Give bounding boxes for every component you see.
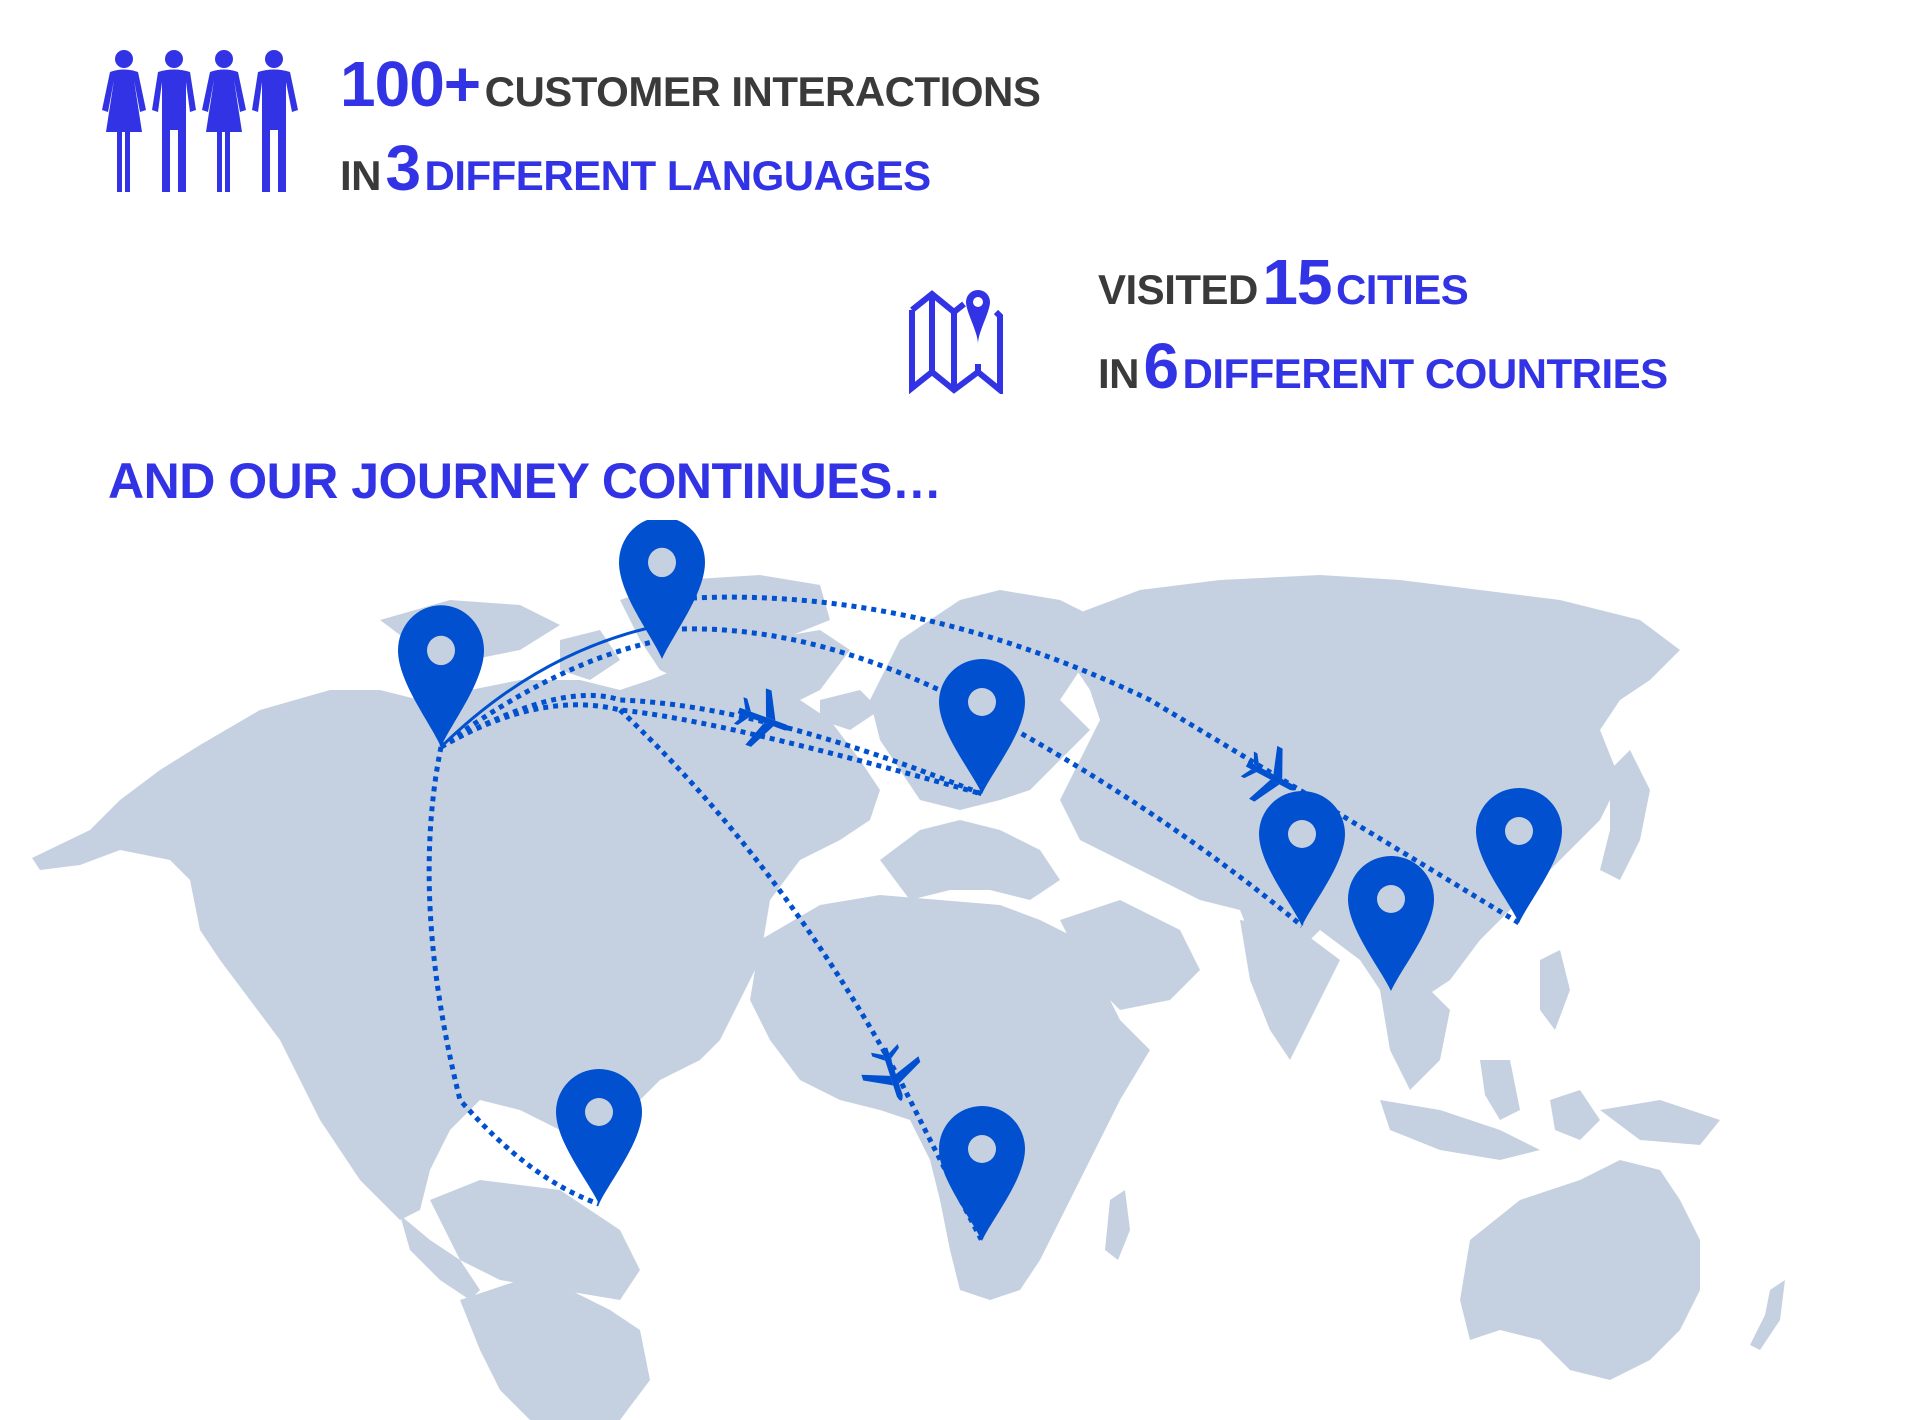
countries-count: 6 [1143,330,1179,402]
plane-icon [733,688,794,747]
countries-label: DIFFERENT COUNTRIES [1182,350,1669,397]
world-map [32,520,1785,1420]
interactions-prefix: IN [340,152,382,199]
visited-prefix: VISITED [1098,266,1258,313]
plane-icon [861,1044,921,1101]
cities-count: 15 [1262,246,1332,318]
languages-label: DIFFERENT LANGUAGES [424,152,932,199]
countries-prefix: IN [1098,350,1140,397]
plane-icon [1240,745,1296,802]
interactions-label: CUSTOMER INTERACTIONS [484,68,1041,115]
people-group-icon [102,50,298,192]
interactions-count: 100+ [340,48,481,120]
journey-heading: AND OUR JOURNEY CONTINUES… [108,453,942,509]
folded-map-icon [909,290,1003,394]
continents [32,575,1785,1420]
south-america-pin-icon[interactable] [556,1069,642,1204]
plane-icons [733,688,1296,1101]
cities-label: CITIES [1335,266,1469,313]
languages-count: 3 [385,132,421,204]
